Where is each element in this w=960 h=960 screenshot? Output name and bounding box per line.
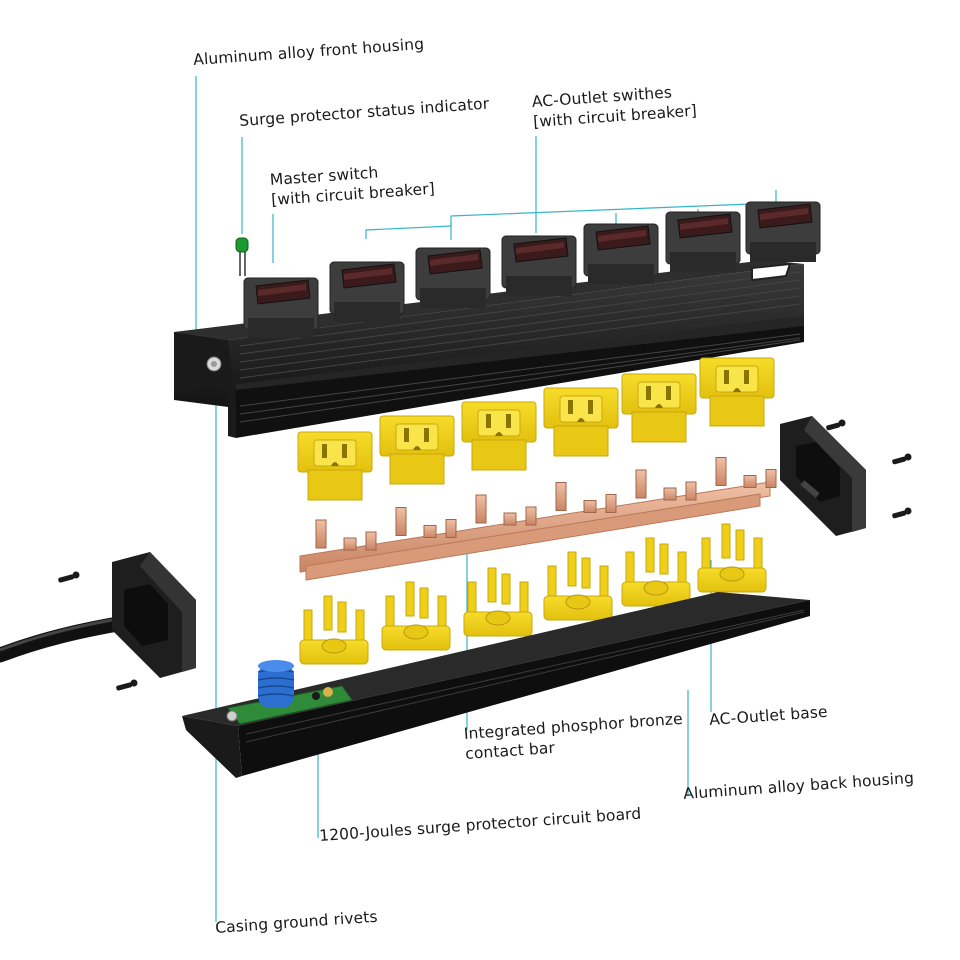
contact-pin [475,494,537,526]
rocker-switch-icon [341,263,397,289]
led-indicator-icon [235,237,249,276]
outlet-switch [501,235,577,296]
rocker-switch-icon [255,279,311,305]
back-housing [182,592,810,778]
outlet-receptacle-icon [621,373,697,443]
screw-icon [826,419,846,431]
outlet-base [299,595,369,665]
left-end-cap [112,552,196,678]
outlet-receptacle-icon [297,431,373,501]
rocker-switch-icon [513,237,569,263]
surge-protector-circuit-board [226,660,353,725]
end-cap-screws-right [826,419,912,519]
ground-rivet [206,356,222,372]
contact-pin [715,457,777,488]
phosphor-bronze-contact-bar [299,457,777,581]
rocker-switch-icon [757,203,813,229]
contact-pin [395,507,457,538]
screw-icon [116,679,138,691]
outlet-base-row [299,523,767,665]
outlet-receptacle-icon [543,387,619,457]
contact-pin [555,482,617,513]
surge-capacitor [257,660,295,708]
outlet-switch [583,223,659,284]
end-cap-screws-left [58,571,138,691]
outlet-switch [665,211,741,272]
outlet-base [621,537,691,607]
outlet-receptacle-icon [461,401,537,471]
outlet-switch [745,201,821,262]
outlet-receptacle-icon [699,357,775,427]
outlet-base [381,581,451,651]
outlet-receptacle-icon [379,415,455,485]
rocker-switch-icon [595,225,651,251]
rocker-switch-icon [677,213,733,239]
outlet-base [697,523,767,593]
outlet-base [463,567,533,637]
right-end-cap [780,416,866,536]
outlet-receptacle-row [297,357,775,501]
contact-pin [315,519,377,551]
screw-icon [892,507,912,519]
power-cable-icon [0,614,138,663]
master-switch [243,277,319,338]
screw-icon [58,571,80,583]
outlet-base [543,551,613,621]
switch-row [243,201,821,338]
screw-icon [892,453,912,465]
rocker-switch-icon [427,249,483,275]
contact-pin [635,469,697,501]
outlet-switch [415,247,491,308]
outlet-switch [329,261,405,322]
